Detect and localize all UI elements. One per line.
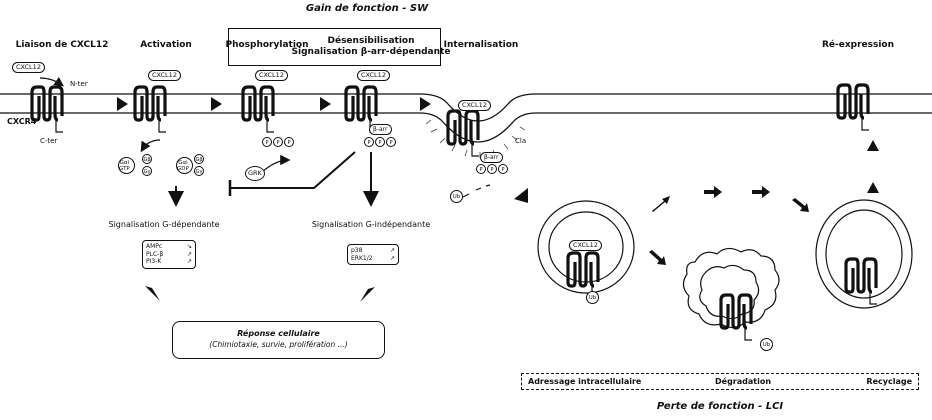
lysosome xyxy=(682,247,780,329)
step-activation: Activation xyxy=(140,40,192,50)
phospho-6: P xyxy=(386,137,396,147)
pi3k-trend: ↗ xyxy=(186,258,192,265)
g-indep-box: p38 ↗ ERK1/2 ↗ xyxy=(347,244,399,265)
cter-label: C-ter xyxy=(40,137,58,145)
ub-2: Ub xyxy=(586,291,599,304)
traffic-arrows xyxy=(649,140,879,265)
g-dep-box: AMPc ↘ PLC-β ↗ PI3-K ↗ xyxy=(142,240,196,269)
ggamma-1: Gγ xyxy=(142,166,152,176)
step-liaison: Liaison de CXCL12 xyxy=(15,40,109,50)
phospho-5: P xyxy=(375,137,385,147)
g-dep-row: PLC-β ↗ xyxy=(146,251,192,259)
p38-trend: ↗ xyxy=(389,247,395,254)
g-dep-row: PI3-K ↗ xyxy=(146,258,192,266)
response-detail: (Chimiotaxie, survie, prolifération ...) xyxy=(209,340,348,349)
response-box: Réponse cellulaire (Chimiotaxie, survie,… xyxy=(172,321,385,359)
phospho-3: P xyxy=(284,137,294,147)
fates-box: Adressage intracellulaire Dégradation Re… xyxy=(521,373,919,390)
fate-adressage: Adressage intracellulaire xyxy=(528,377,642,386)
ligand-bound-1: CXCL12 xyxy=(148,70,181,81)
plcb-label: PLC-β xyxy=(146,250,164,258)
gbeta-2: Gβ xyxy=(194,154,204,164)
phospho-4: P xyxy=(364,137,374,147)
gtp-label: GTP xyxy=(119,166,130,172)
response-title: Réponse cellulaire xyxy=(237,329,320,338)
ub-3: Ub xyxy=(760,338,773,351)
title-gain: Gain de fonction - SW xyxy=(305,3,429,14)
ligand-bound-3: CXCL12 xyxy=(357,70,390,81)
ligand-bound-2: CXCL12 xyxy=(255,70,288,81)
cla-label: Cla xyxy=(515,137,527,145)
phospho-2: P xyxy=(273,137,283,147)
gain-box xyxy=(228,28,441,66)
ub-1: Ub xyxy=(450,190,463,203)
phospho-9: P xyxy=(498,164,508,174)
step-phosphorylation: Phosphorylation xyxy=(225,40,309,50)
phospho-1: P xyxy=(262,137,272,147)
ligand-free: CXCL12 xyxy=(12,62,45,73)
ampc-trend: ↘ xyxy=(186,243,192,250)
ggamma-2: Gγ xyxy=(194,166,204,176)
fate-recyclage: Recyclage xyxy=(866,377,912,386)
g-indep-title: Signalisation G-indépendante xyxy=(311,220,431,229)
step-reexpression: Ré-expression xyxy=(821,40,895,50)
nter-label: N-ter xyxy=(70,80,88,88)
phospho-7: P xyxy=(476,164,486,174)
ligand-endosome: CXCL12 xyxy=(569,240,602,251)
receptors xyxy=(30,83,871,158)
erk-trend: ↗ xyxy=(389,254,395,262)
cxcr4-label: CXCR4 xyxy=(7,117,37,126)
plcb-trend: ↗ xyxy=(186,250,192,258)
phospho-8: P xyxy=(487,164,497,174)
gai-label-2: Gαi xyxy=(178,160,188,166)
erk-label: ERK1/2 xyxy=(351,254,373,262)
fate-degradation: Dégradation xyxy=(715,377,772,386)
g-dep-title: Signalisation G-dépendante xyxy=(108,220,220,229)
step-signalisation-barr: Signalisation β-arr-dépendante xyxy=(291,47,451,57)
g-dep-row: AMPc ↘ xyxy=(146,243,192,251)
step-desensibilisation: Désensibilisation xyxy=(327,36,415,46)
gdp-label: GDP xyxy=(177,166,189,172)
g-indep-row: ERK1/2 ↗ xyxy=(351,255,395,263)
gai-label-1: Gαi xyxy=(119,160,130,166)
grk: GRK xyxy=(245,166,265,181)
ligand-bound-4: CXCL12 xyxy=(458,100,491,111)
p38-label: p38 xyxy=(351,247,363,254)
endosome-recyclage xyxy=(815,199,913,309)
title-perte: Perte de fonction - LCI xyxy=(656,401,784,412)
step-internalisation: Internalisation xyxy=(443,40,519,50)
gbeta-1: Gβ xyxy=(142,154,152,164)
barr-2: β-arr xyxy=(480,152,503,163)
pi3k-label: PI3-K xyxy=(146,258,162,265)
step-arrows xyxy=(117,97,431,111)
g-indep-row: p38 ↗ xyxy=(351,247,395,255)
barr-1: β-arr xyxy=(369,124,392,135)
ampc-label: AMPc xyxy=(146,243,163,250)
